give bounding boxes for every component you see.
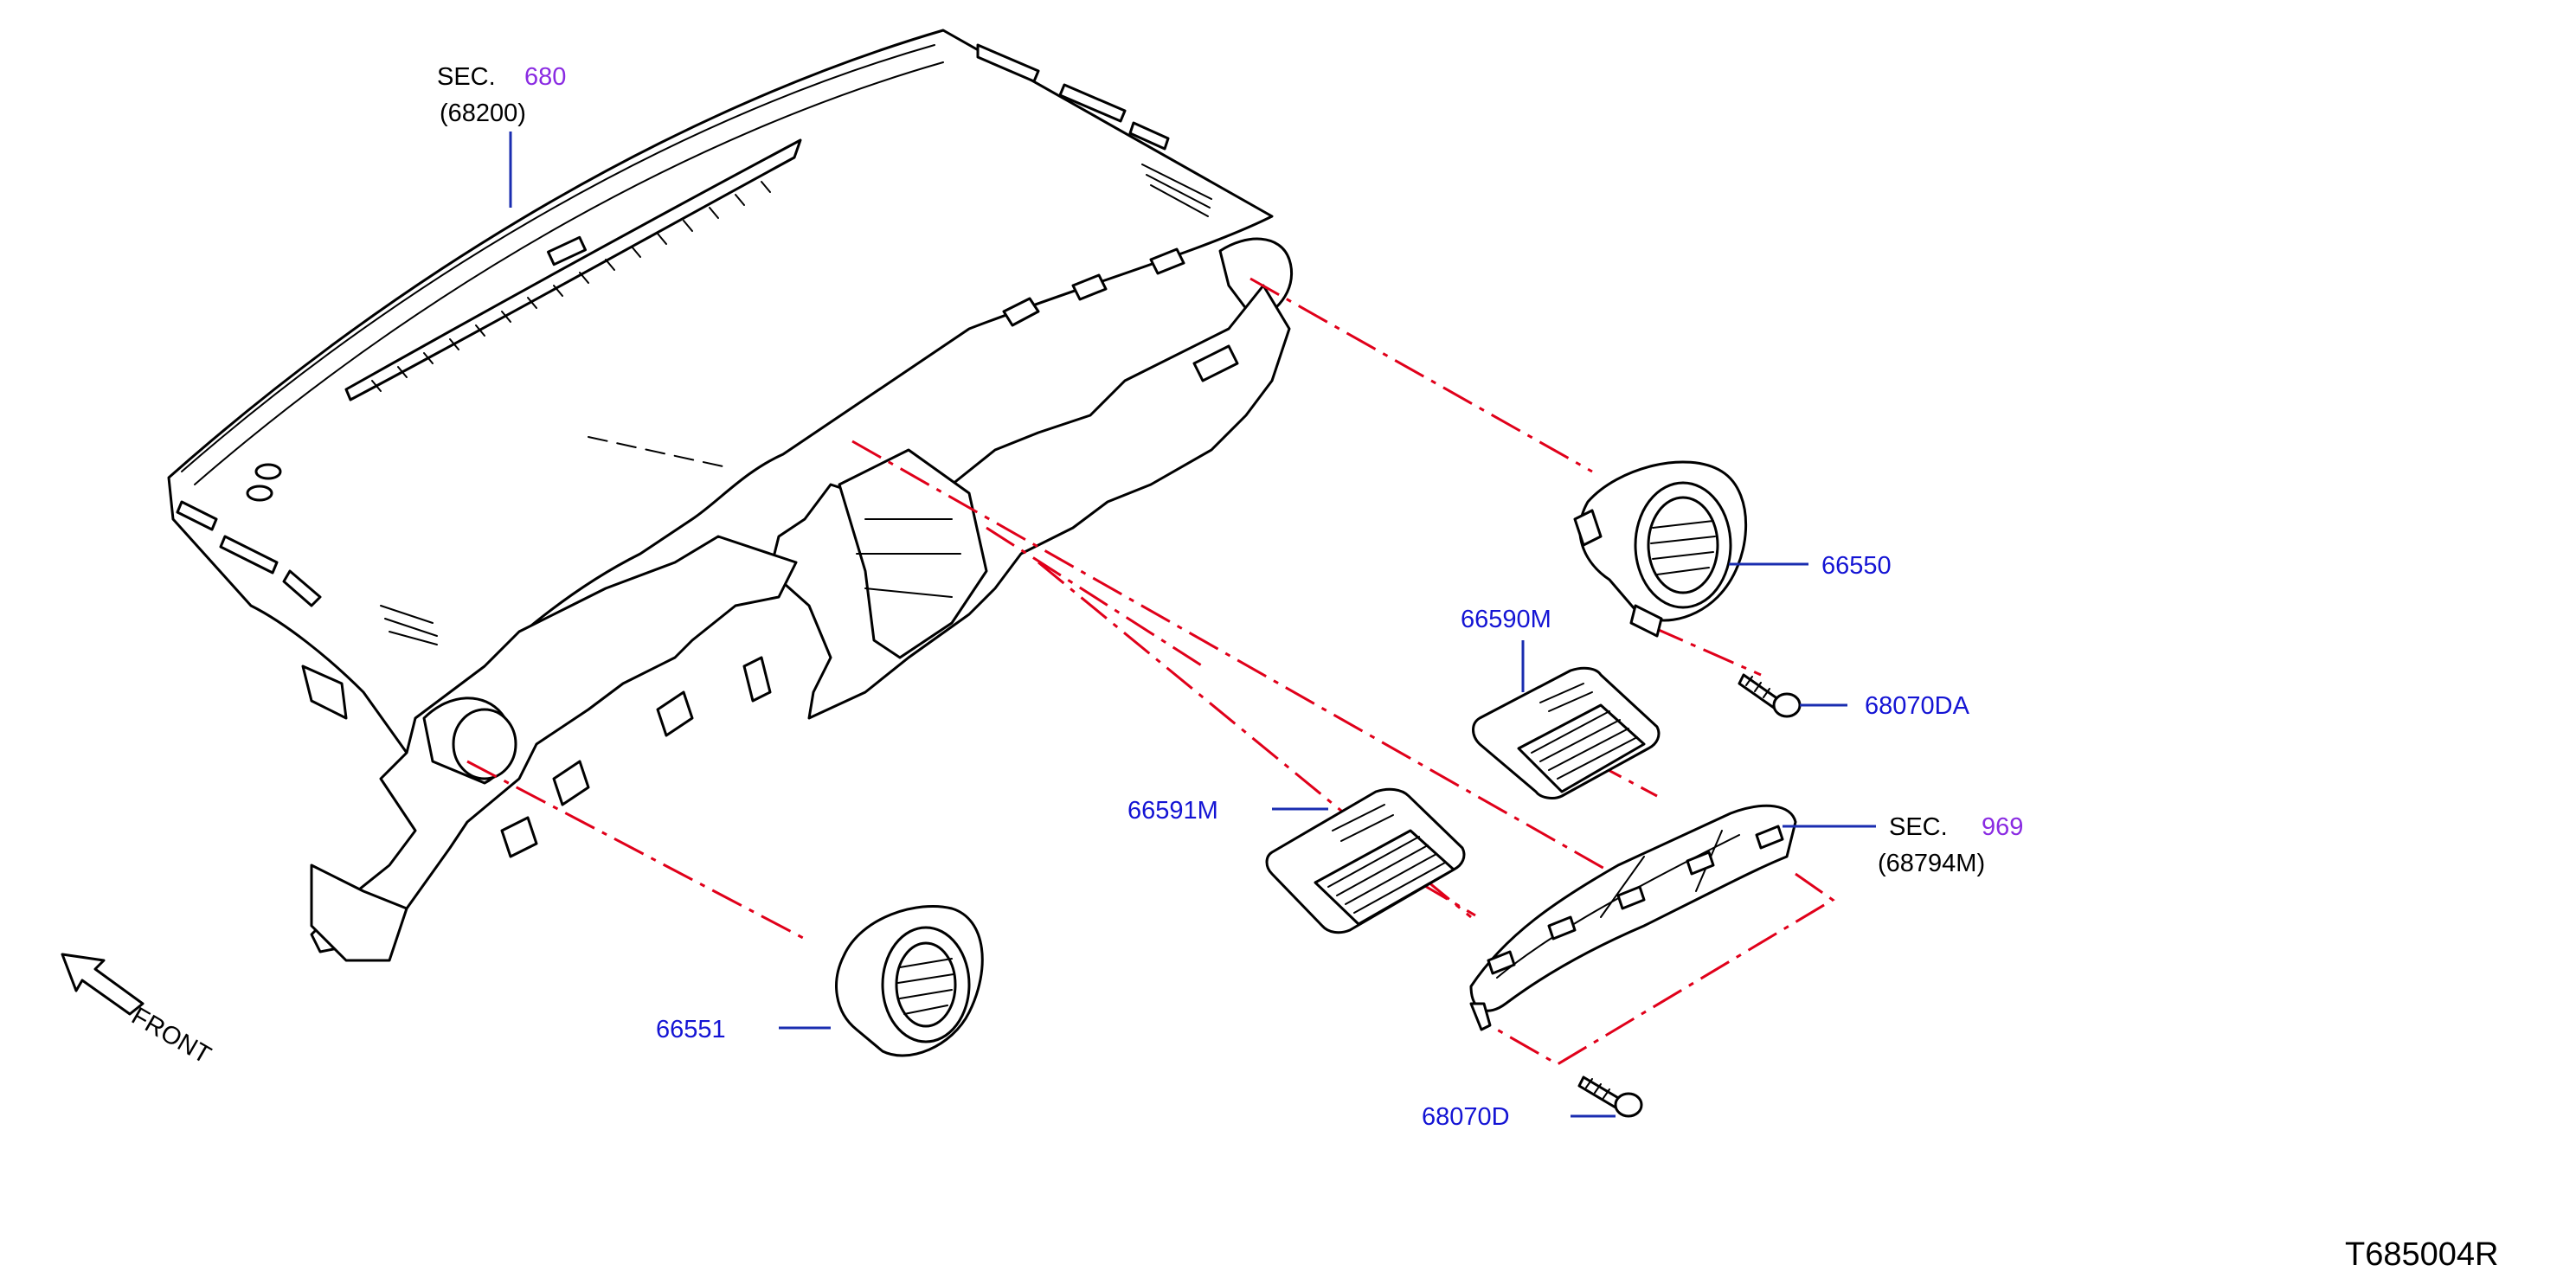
- side-vent-right-66550: [1573, 460, 1747, 638]
- leader-lines: [509, 132, 1876, 1118]
- center-vent-finisher-68794M: [1469, 804, 1797, 1031]
- defroster-slats: [371, 181, 771, 392]
- side-vent-left-66551: [835, 904, 984, 1057]
- center-vent-upper-66590M: [1472, 666, 1661, 799]
- speaker-grille-right: [1141, 164, 1212, 217]
- section-ref-969-number[interactable]: 969: [1982, 813, 2023, 841]
- screw-68070DA: [1738, 673, 1802, 718]
- part-number-66550[interactable]: 66550: [1821, 552, 1892, 580]
- section-ref-680-number[interactable]: 680: [524, 63, 566, 91]
- section-ref-969-prefix: SEC.: [1889, 813, 1948, 841]
- part-number-66590M[interactable]: 66590M: [1461, 606, 1551, 633]
- figure-id: T685004R: [2345, 1236, 2498, 1273]
- part-number-68070D[interactable]: 68070D: [1422, 1103, 1510, 1131]
- part-number-68070DA[interactable]: 68070DA: [1865, 692, 1970, 720]
- screw-68070D: [1577, 1075, 1643, 1118]
- section-ref-680-prefix: SEC.: [437, 63, 496, 91]
- part-number-66551[interactable]: 66551: [656, 1016, 726, 1043]
- section-ref-680-part: (68200): [440, 100, 526, 127]
- front-label: FRONT: [127, 1002, 216, 1069]
- instrument-panel-drawing: [167, 29, 1274, 754]
- front-direction-indicator: FRONT: [61, 953, 216, 1069]
- speaker-grille-left: [380, 605, 438, 645]
- instrument-panel-frame-drawing: [301, 237, 1294, 962]
- center-vent-lower-66591M: [1265, 787, 1466, 934]
- section-ref-969-part: (68794M): [1878, 850, 1985, 877]
- part-number-66591M[interactable]: 66591M: [1127, 797, 1218, 825]
